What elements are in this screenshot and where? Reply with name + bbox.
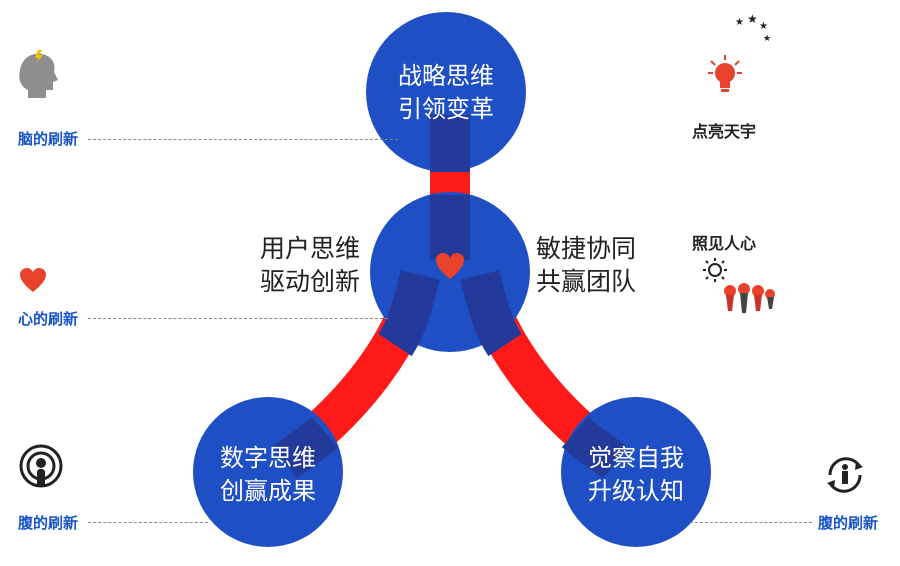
overlap-top [430, 115, 470, 172]
node-top-line1: 战略思维 [398, 62, 494, 90]
stars-icon: ★ ★ ★ ★ [735, 12, 771, 44]
node-bottom-left-text: 数字思维 创赢成果 [183, 442, 353, 508]
node-center-left-line2: 驱动创新 [259, 267, 360, 296]
node-center-left-line1: 用户思维 [259, 234, 360, 263]
node-bottom-right-line1: 觉察自我 [588, 444, 684, 472]
svg-text:★: ★ [759, 21, 768, 32]
center-heart-icon [436, 253, 464, 279]
node-top-line2: 引领变革 [398, 95, 494, 123]
svg-text:★: ★ [763, 34, 771, 44]
node-center-left-text: 用户思维 驱动创新 [240, 232, 380, 298]
node-center-right-line1: 敏捷协同 [535, 234, 636, 263]
node-top-text: 战略思维 引领变革 [361, 60, 531, 126]
node-bottom-left-line1: 数字思维 [220, 444, 316, 472]
overlap-bottom-right [561, 416, 627, 479]
cycle-person-icon [827, 457, 863, 493]
overlap-center-left [378, 270, 440, 357]
circle-top [366, 12, 526, 172]
node-bottom-right-text: 觉察自我 升级认知 [551, 442, 721, 508]
overlap-center-top [430, 195, 470, 260]
svg-text:★: ★ [747, 12, 758, 26]
svg-text:★: ★ [735, 17, 744, 28]
overlap-center-right [460, 270, 522, 357]
node-center-right-text: 敏捷协同 共赢团队 [516, 232, 656, 298]
team-hearts-icon [724, 283, 775, 313]
label-heart: 心的刷新 [18, 310, 79, 328]
leader-brain [88, 139, 398, 140]
label-see: 照见人心 [692, 234, 757, 253]
node-bottom-right-line2: 升级认知 [588, 477, 684, 505]
label-belly-left: 腹的刷新 [18, 514, 79, 532]
head-icon [19, 50, 58, 98]
label-belly-right: 腹的刷新 [818, 514, 879, 532]
leader-heart [88, 318, 388, 319]
sun-icon [703, 258, 727, 282]
label-light: 点亮天宇 [692, 122, 757, 141]
leader-belly-right [690, 522, 812, 523]
heart-icon [20, 268, 46, 292]
overlap-bottom-left [273, 416, 339, 479]
node-center-right-line2: 共赢团队 [535, 267, 636, 296]
podcast-icon [19, 444, 63, 488]
lightbulb-icon [708, 55, 742, 92]
leader-belly-left [88, 522, 208, 523]
node-bottom-left-line2: 创赢成果 [220, 477, 316, 505]
label-brain: 脑的刷新 [18, 130, 79, 148]
